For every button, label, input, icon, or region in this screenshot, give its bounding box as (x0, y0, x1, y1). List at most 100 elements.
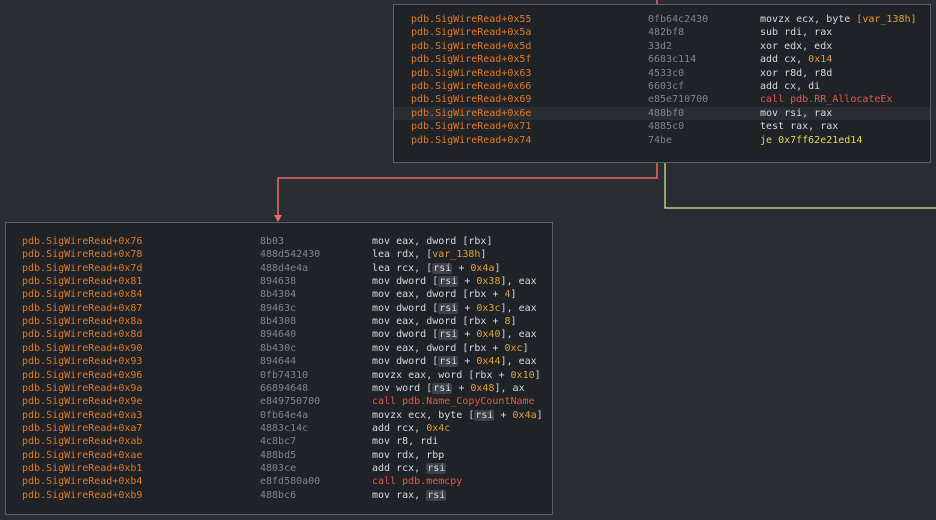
asm-instruction: call pdb.memcpy (372, 476, 463, 488)
asm-line[interactable]: pdb.SigWireRead+0x87 89463c mov dword [rsi… (6, 302, 552, 315)
asm-address[interactable]: pdb.SigWireRead+0x84 (22, 289, 143, 301)
asm-bytes: 0fb64c2430 (648, 14, 709, 25)
asm-line[interactable]: pdb.SigWireRead+0x63 4533c0 xor r8d, r8d (394, 67, 930, 80)
asm-instruction: mov eax, dword [rbx] (372, 236, 493, 247)
asm-address[interactable]: pdb.SigWireRead+0x74 (411, 134, 532, 146)
asm-instruction: xor r8d, r8d (760, 67, 832, 80)
asm-address[interactable]: pdb.SigWireRead+0xa3 (22, 409, 143, 421)
asm-instruction: call pdb.Name_CopyCountName (372, 396, 535, 408)
asm-mnemonic: je (760, 134, 779, 146)
asm-address[interactable]: pdb.SigWireRead+0xb4 (22, 476, 143, 488)
asm-bytes: 488bc6 (260, 489, 297, 501)
asm-address[interactable]: pdb.SigWireRead+0xb9 (22, 489, 143, 501)
asm-operand: pdb.RR_AllocateEx (790, 94, 893, 106)
asm-bytes: 6603cf (648, 81, 685, 92)
asm-bytes: 89463c (260, 302, 297, 314)
asm-instruction: movzx ecx, byte [rsi + 0x4a] (372, 409, 543, 421)
asm-instruction: mov dword [rsi + 0x3c], eax (372, 302, 537, 314)
asm-bytes: 4885c0 (648, 121, 685, 133)
asm-instruction: mov r8, rdi (372, 436, 439, 448)
asm-mnemonic: sub rdi, rax (760, 27, 833, 39)
asm-bytes: 4803ce (260, 462, 297, 474)
asm-address[interactable]: pdb.SigWireRead+0x87 (22, 302, 143, 314)
asm-address[interactable]: pdb.SigWireRead+0x71 (411, 121, 532, 133)
basic-block-top[interactable]: pdb.SigWireRead+0x55 0fb64c2430 movzx ecx,… (393, 4, 931, 163)
asm-address[interactable]: pdb.SigWireRead+0x69 (411, 94, 532, 106)
asm-address[interactable]: pdb.SigWireRead+0xab (22, 436, 143, 448)
asm-instruction: movzx ecx, byte [var_138h] (760, 13, 917, 26)
asm-instruction: call pdb.RR_AllocateEx (760, 93, 892, 106)
asm-address[interactable]: pdb.SigWireRead+0x8a (22, 316, 143, 328)
asm-address[interactable]: pdb.SigWireRead+0x96 (22, 369, 143, 381)
asm-address[interactable]: pdb.SigWireRead+0x6e (411, 107, 532, 119)
asm-line[interactable]: pdb.SigWireRead+0x55 0fb64c2430 movzx ecx,… (394, 13, 930, 26)
asm-instruction: mov eax, dword [rbx + 8] (372, 316, 517, 328)
asm-bytes: 33d2 (648, 40, 673, 52)
asm-line[interactable]: pdb.SigWireRead+0x5d 33d2 xor edx, edx (394, 40, 930, 53)
asm-mnemonic: xor edx, edx (760, 40, 833, 52)
asm-address[interactable]: pdb.SigWireRead+0xa7 (22, 422, 143, 434)
asm-instruction: mov word [rsi + 0x48], ax (372, 382, 525, 394)
edge-fallthrough (664, 163, 936, 209)
asm-address[interactable]: pdb.SigWireRead+0x63 (411, 67, 532, 79)
asm-address[interactable]: pdb.SigWireRead+0xb1 (22, 462, 143, 474)
asm-bytes: 0fb74310 (260, 369, 309, 381)
asm-operand: 0x14 (808, 54, 833, 66)
asm-address[interactable]: pdb.SigWireRead+0x66 (411, 81, 532, 92)
asm-address[interactable]: pdb.SigWireRead+0x5f (411, 54, 532, 66)
asm-mnemonic: mov rsi, rax (760, 107, 833, 119)
asm-address[interactable]: pdb.SigWireRead+0x8d (22, 329, 143, 341)
asm-address[interactable]: pdb.SigWireRead+0x93 (22, 356, 143, 368)
asm-instruction: mov dword [rsi + 0x38], eax (372, 276, 537, 288)
asm-address[interactable]: pdb.SigWireRead+0x5a (411, 27, 532, 39)
asm-line[interactable]: pdb.SigWireRead+0x6e 488bf0 mov rsi, rax (394, 106, 930, 121)
asm-address[interactable]: pdb.SigWireRead+0x76 (22, 236, 143, 247)
asm-bytes: 4533c0 (648, 67, 685, 79)
asm-address[interactable]: pdb.SigWireRead+0x9a (22, 382, 143, 394)
asm-address[interactable]: pdb.SigWireRead+0x78 (22, 249, 143, 261)
asm-mnemonic: add cx, (760, 54, 809, 66)
asm-bytes: 66894648 (260, 382, 309, 394)
asm-line[interactable]: pdb.SigWireRead+0x9a 66894648 mov word [rs… (6, 382, 552, 395)
asm-instruction: sub rdi, rax (760, 26, 832, 39)
asm-address[interactable]: pdb.SigWireRead+0x55 (411, 14, 532, 25)
asm-address[interactable]: pdb.SigWireRead+0xae (22, 449, 143, 461)
asm-address[interactable]: pdb.SigWireRead+0x81 (22, 276, 143, 288)
asm-address[interactable]: pdb.SigWireRead+0x5d (411, 40, 532, 52)
asm-instruction: mov eax, dword [rbx + 0xc] (372, 342, 529, 354)
asm-instruction: mov rdx, rbp (372, 449, 445, 461)
asm-line[interactable]: pdb.SigWireRead+0x5a 482bf8 sub rdi, rax (394, 26, 930, 39)
asm-instruction: lea rdx, [var_138h] (372, 249, 487, 261)
asm-instruction: mov dword [rsi + 0x40], eax (372, 329, 537, 341)
asm-bytes: 488bf0 (648, 107, 685, 119)
asm-address[interactable]: pdb.SigWireRead+0x90 (22, 342, 143, 354)
asm-bytes: 482bf8 (648, 27, 685, 39)
asm-address[interactable]: pdb.SigWireRead+0x7d (22, 262, 143, 274)
asm-address[interactable]: pdb.SigWireRead+0x9e (22, 396, 143, 408)
